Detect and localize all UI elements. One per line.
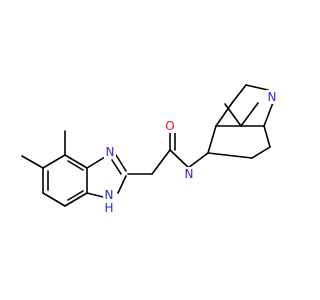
bond (224, 103, 242, 127)
pyrrolidine-n-label: N (268, 90, 277, 104)
bond (187, 152, 209, 169)
label-mask (104, 145, 116, 159)
label-mask (183, 167, 195, 181)
bond (215, 102, 233, 127)
bond (207, 125, 217, 154)
bond (42, 192, 66, 207)
imidazole-n-top-label: N (106, 145, 115, 159)
label-layer: N N H O N N (103, 90, 278, 215)
carbonyl-o-label: O (165, 119, 174, 133)
bond (42, 154, 66, 169)
bond (169, 149, 191, 170)
double-bond (67, 190, 84, 201)
methyl-bond (21, 155, 44, 169)
bond (231, 84, 247, 104)
double-bond (67, 160, 84, 171)
bond (240, 102, 259, 127)
bond (245, 84, 269, 91)
bond (207, 152, 253, 159)
bond (86, 156, 106, 169)
bond-layer (21, 84, 275, 207)
bond (64, 154, 88, 169)
bond (263, 125, 271, 148)
bond (86, 192, 104, 198)
label-mask (266, 90, 278, 104)
bond (115, 154, 127, 172)
bond (117, 175, 127, 194)
bond (263, 99, 275, 127)
bond (151, 149, 171, 175)
double-bond (111, 159, 122, 175)
label-mask (164, 119, 176, 133)
ring-n-label: N (185, 167, 194, 181)
imidazole-h-label: H (104, 201, 113, 215)
label-mask (103, 189, 115, 213)
bond (64, 192, 88, 207)
bond (251, 146, 271, 159)
imidazole-n-bottom-label: N (105, 188, 114, 202)
molecule-structure: N N H O N N (21, 84, 278, 215)
